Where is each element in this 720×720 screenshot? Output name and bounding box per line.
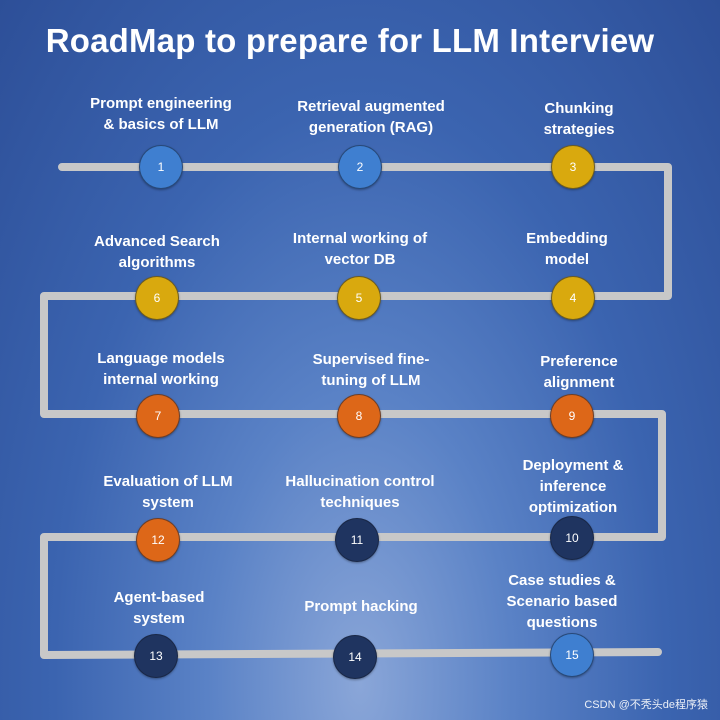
step-10-node[interactable]: 10	[550, 516, 594, 560]
step-7-label: Language models internal working	[97, 350, 225, 388]
step-6-node[interactable]: 6	[135, 276, 179, 320]
step-11-label: Hallucination control techniques	[285, 473, 435, 511]
step-4-label: Embedding model	[526, 230, 608, 268]
step-12-label: Evaluation of LLM system	[103, 473, 233, 511]
step-1-label: Prompt engineering & basics of LLM	[90, 95, 232, 133]
step-3-node[interactable]: 3	[551, 145, 595, 189]
step-5-label: Internal working of vector DB	[292, 230, 428, 268]
step-2-label: Retrieval augmented generation (RAG)	[297, 98, 445, 136]
step-15-node[interactable]: 15	[550, 633, 594, 677]
page-title: RoadMap to prepare for LLM Interview	[45, 22, 655, 59]
step-11-node[interactable]: 11	[335, 518, 379, 562]
step-13-label: Agent-based system	[113, 589, 205, 627]
step-1-node[interactable]: 1	[139, 145, 183, 189]
step-2-node[interactable]: 2	[338, 145, 382, 189]
watermark: CSDN @不秃头de程序猿	[584, 699, 708, 711]
step-8-label: Supervised fine- tuning of LLM	[312, 351, 430, 389]
step-9-label: Preference alignment	[540, 353, 618, 391]
step-13-node[interactable]: 13	[134, 634, 178, 678]
step-3-label: Chunking strategies	[543, 100, 615, 138]
step-9-node[interactable]: 9	[550, 394, 594, 438]
step-14-label: Prompt hacking	[304, 598, 418, 615]
step-12-node[interactable]: 12	[136, 518, 180, 562]
step-14-node[interactable]: 14	[333, 635, 377, 679]
step-6-label: Advanced Search algorithms	[94, 233, 220, 271]
step-5-node[interactable]: 5	[337, 276, 381, 320]
step-7-node[interactable]: 7	[136, 394, 180, 438]
step-10-label: Deployment & inference optimization	[522, 457, 624, 516]
step-8-node[interactable]: 8	[337, 394, 381, 438]
step-4-node[interactable]: 4	[551, 276, 595, 320]
step-15-label: Case studies & Scenario based questions	[506, 572, 618, 631]
